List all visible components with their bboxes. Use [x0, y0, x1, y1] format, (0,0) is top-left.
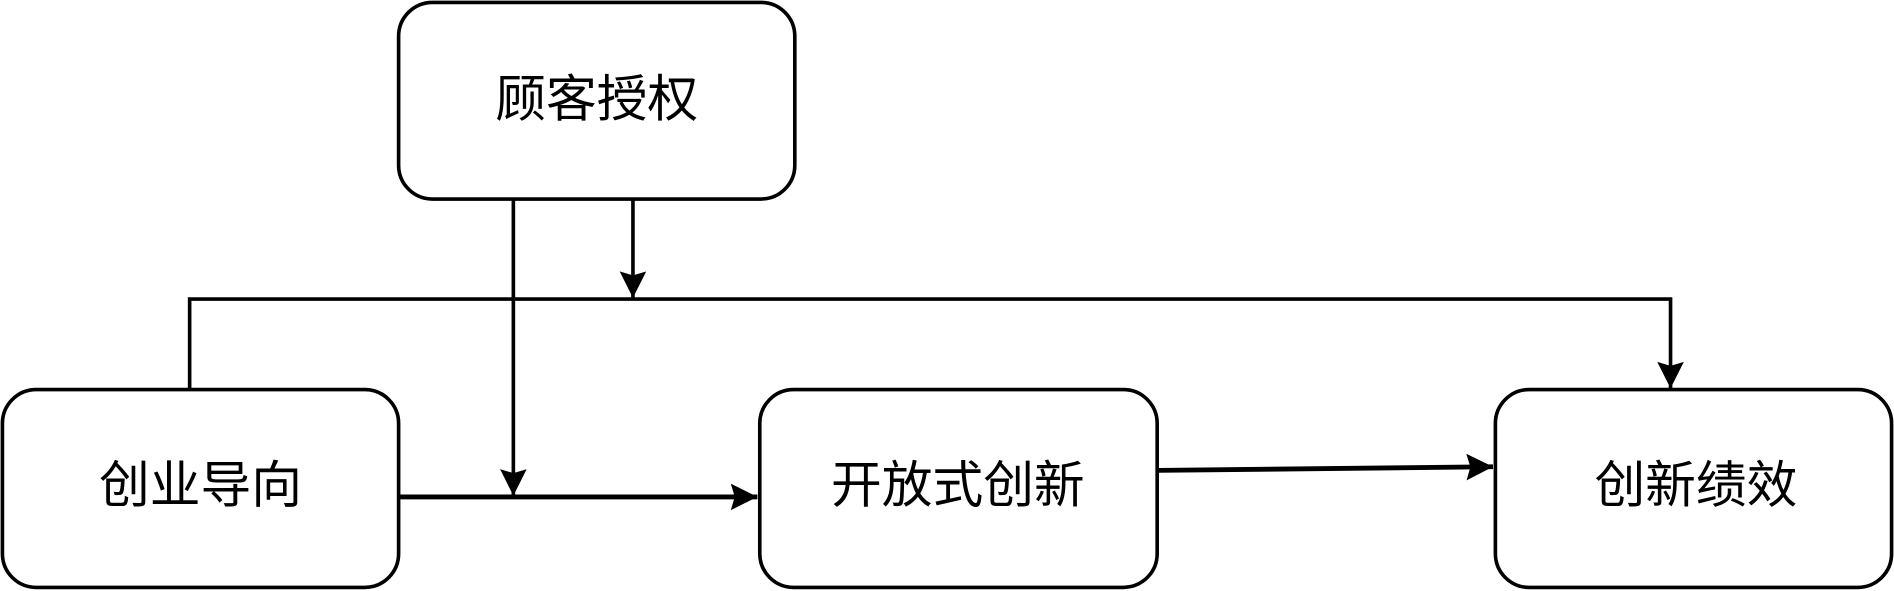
node-label: 顾客授权: [495, 70, 698, 129]
node-label: 创新绩效: [1594, 456, 1797, 515]
node-label: 创业导向: [99, 456, 302, 515]
node-open-innovation: 开放式创新: [757, 387, 1159, 590]
node-customer-empowerment: 顾客授权: [396, 0, 797, 201]
node-innovation-performance: 创新绩效: [1493, 387, 1894, 590]
node-label: 开放式创新: [831, 456, 1085, 515]
eo-to-performance-line: [187, 297, 1684, 390]
node-entrepreneurial-orientation: 创业导向: [0, 387, 401, 590]
open-innovation-to-performance-arrow: [1158, 453, 1494, 481]
